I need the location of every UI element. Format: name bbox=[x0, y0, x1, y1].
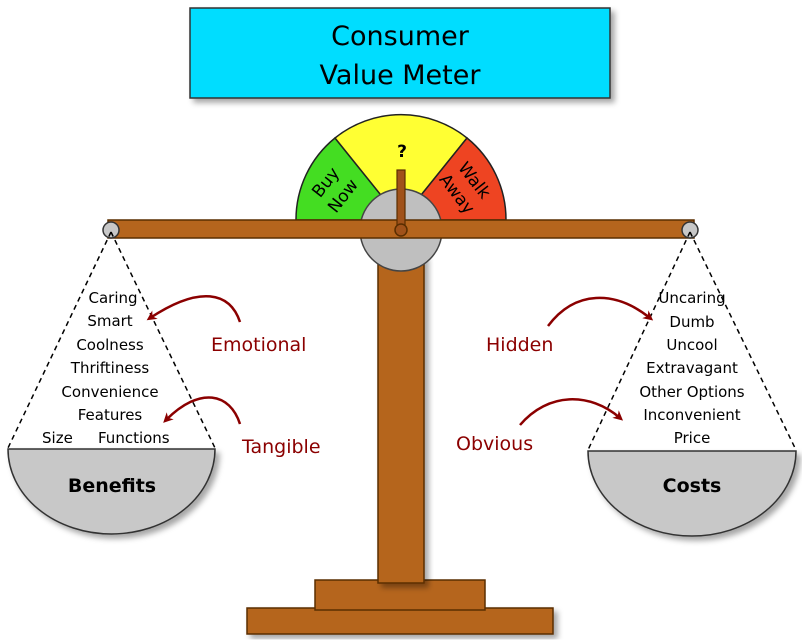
left-beam-pivot bbox=[102, 221, 120, 239]
benefits-pan bbox=[7, 448, 216, 535]
costs-pan bbox=[587, 450, 797, 537]
annotation-tangible: Tangible bbox=[241, 436, 321, 458]
cost-item: Dumb bbox=[669, 313, 714, 331]
title-background bbox=[189, 7, 611, 99]
benefit-item: Caring bbox=[88, 289, 137, 307]
needle-pivot bbox=[394, 223, 408, 237]
cost-item: Uncool bbox=[666, 336, 717, 354]
benefit-item-size: Size bbox=[42, 429, 73, 447]
annotation-obvious: Obvious bbox=[456, 433, 533, 455]
benefit-item: Convenience bbox=[61, 383, 158, 401]
meter-segment-question bbox=[333, 113, 469, 222]
right-pan-string-inner bbox=[587, 231, 691, 451]
benefit-item: Features bbox=[78, 406, 143, 424]
base-bottom-plank bbox=[246, 607, 554, 635]
emotional-arrow-icon bbox=[146, 295, 242, 323]
costs-label: Costs bbox=[663, 475, 722, 497]
right-beam-pivot bbox=[681, 221, 699, 239]
cost-item: Price bbox=[674, 429, 711, 447]
left-pan-string-inner bbox=[110, 231, 216, 449]
title-box: Consumer Value Meter bbox=[189, 7, 611, 99]
benefit-item: Thriftiness bbox=[70, 359, 150, 377]
cost-item: Extravagant bbox=[646, 359, 738, 377]
benefit-item: Coolness bbox=[76, 336, 144, 354]
annotation-hidden: Hidden bbox=[486, 334, 553, 356]
title-line-1: Consumer bbox=[331, 21, 470, 52]
right-pan-string-outer bbox=[689, 231, 797, 451]
left-pan-string-outer bbox=[7, 231, 112, 449]
cost-item: Inconvenient bbox=[643, 406, 740, 424]
scale-post bbox=[377, 254, 425, 584]
obvious-arrow-icon bbox=[519, 398, 624, 426]
benefit-item-functions: Functions bbox=[98, 429, 170, 447]
scale-base bbox=[246, 579, 554, 635]
benefits-label: Benefits bbox=[68, 475, 156, 497]
benefit-item: Smart bbox=[87, 312, 132, 330]
title-line-2: Value Meter bbox=[320, 60, 482, 91]
base-top-plank bbox=[314, 579, 486, 611]
hidden-arrow-icon bbox=[547, 296, 654, 327]
cost-item: Uncaring bbox=[658, 289, 725, 307]
meter-needle bbox=[396, 169, 406, 233]
annotation-emotional: Emotional bbox=[211, 334, 306, 356]
meter-question-text: ? bbox=[397, 142, 407, 162]
tangible-arrow-icon bbox=[163, 396, 242, 425]
benefits-list: Caring Smart Coolness Thriftiness Conven… bbox=[42, 289, 170, 447]
cost-item: Other Options bbox=[639, 383, 744, 401]
costs-list: Uncaring Dumb Uncool Extravagant Other O… bbox=[639, 289, 744, 447]
